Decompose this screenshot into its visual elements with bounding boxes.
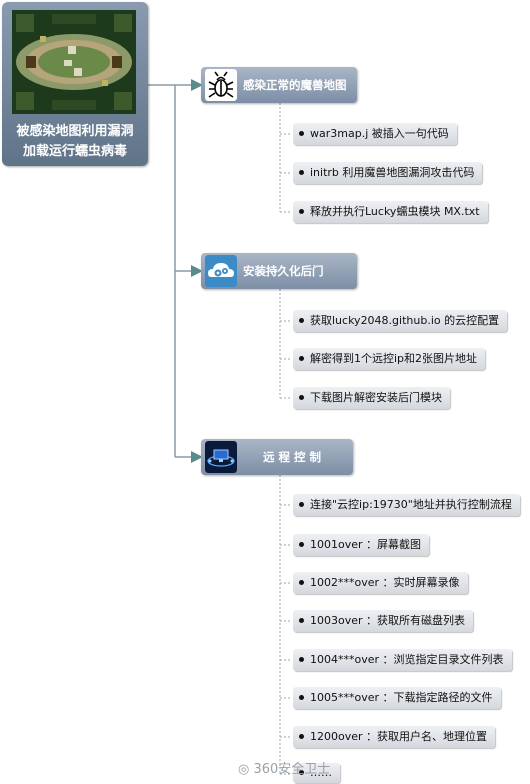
list-item: 1001over ：屏幕截图 xyxy=(293,534,430,556)
watermark: ◎ 360安全卫士 xyxy=(238,758,330,777)
root-title-line2: 加载运行蠕虫病毒 xyxy=(22,144,127,159)
bug-icon xyxy=(205,69,237,101)
list-item: war3map.j 被插入一句代码 xyxy=(293,123,457,145)
branch-label: 远 程 控 制 xyxy=(263,450,322,464)
remote-control-icon xyxy=(205,441,237,473)
list-item: 解密得到1个远控ip和2张图片地址 xyxy=(293,348,486,370)
root-node: 被感染地图利用漏洞 加载运行蠕虫病毒 xyxy=(2,2,148,166)
list-item: …… xyxy=(293,763,340,783)
list-item: 1004***over ：浏览指定目录文件列表 xyxy=(293,649,512,671)
branch-label: 感染正常的魔兽地图 xyxy=(243,78,347,92)
list-item: 连接"云控ip:19730"地址并执行控制流程 xyxy=(293,494,520,516)
cloud-gears-icon xyxy=(205,255,237,287)
list-item: 1200over ：获取用户名、地理位置 xyxy=(293,726,496,748)
list-item: 下载图片解密安装后门模块 xyxy=(293,387,450,409)
list-item: 1002***over ：实时屏幕录像 xyxy=(293,572,468,594)
list-item: 获取lucky2048.github.io 的云控配置 xyxy=(293,310,508,332)
branch-persistent-backdoor: 安装持久化后门 xyxy=(201,253,357,289)
weibo-icon: ◎ xyxy=(238,762,250,777)
branch-remote-control: 远 程 控 制 xyxy=(201,439,353,475)
root-title-line1: 被感染地图利用漏洞 xyxy=(16,124,134,139)
branch-infect-map: 感染正常的魔兽地图 xyxy=(201,67,357,103)
warcraft-map-thumbnail xyxy=(12,10,136,114)
list-item: initrb 利用魔兽地图漏洞攻击代码 xyxy=(293,162,483,184)
branch-label: 安装持久化后门 xyxy=(243,264,324,278)
list-item: 1003over ：获取所有磁盘列表 xyxy=(293,610,474,632)
list-item: 释放并执行Lucky蠕虫模块 MX.txt xyxy=(293,201,488,223)
watermark-text: 360安全卫士 xyxy=(253,762,331,777)
list-item: 1005***over ：下载指定路径的文件 xyxy=(293,687,501,709)
